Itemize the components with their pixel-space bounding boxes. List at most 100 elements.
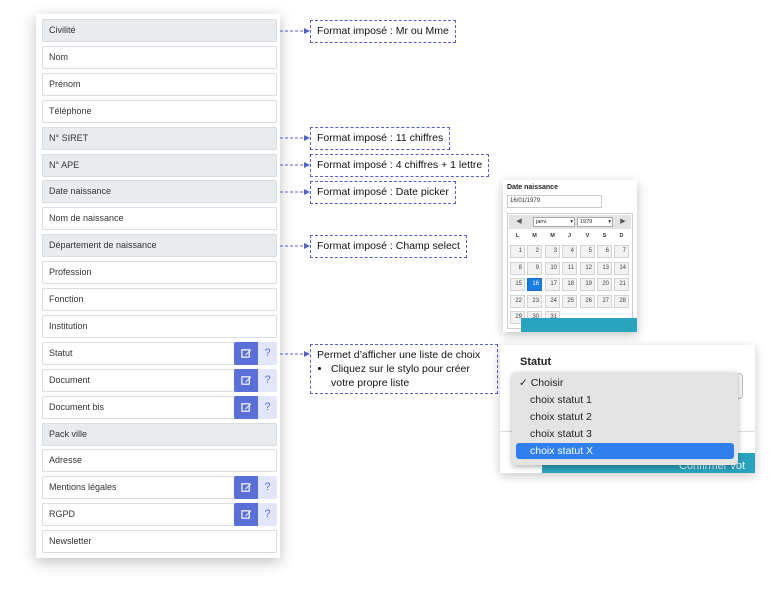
form-field[interactable]: Nom de naissance <box>42 207 277 230</box>
day-cell[interactable]: 21 <box>614 278 629 291</box>
form-field[interactable]: Pack ville <box>42 423 277 446</box>
day-cell[interactable]: 3 <box>545 245 560 258</box>
chevron-down-icon: ▾ <box>608 219 611 225</box>
help-button[interactable]: ? <box>258 342 277 365</box>
day-cell[interactable]: 22 <box>510 295 525 308</box>
field-label: N° APE <box>49 160 80 170</box>
day-cell[interactable]: 10 <box>545 262 560 275</box>
day-cell[interactable]: 20 <box>597 278 612 291</box>
day-cell[interactable]: 9 <box>527 262 542 275</box>
day-cell[interactable]: 5 <box>580 245 595 258</box>
field-label: RGPD <box>49 509 76 519</box>
form-field[interactable]: Document bis? <box>42 396 277 419</box>
day-cell[interactable]: 17 <box>545 278 560 291</box>
form-field[interactable]: N° SIRET <box>42 127 277 150</box>
field-label: Téléphone <box>49 106 92 116</box>
form-field[interactable]: Civilité <box>42 19 277 42</box>
day-cell[interactable]: 26 <box>580 295 595 308</box>
pencil-square-icon <box>240 403 251 412</box>
day-cell[interactable]: 14 <box>614 262 629 275</box>
statut-option[interactable]: choix statut X <box>516 443 734 459</box>
arrow-civilite <box>280 28 310 34</box>
edit-button[interactable] <box>234 476 258 499</box>
edit-button[interactable] <box>234 342 258 365</box>
month-select[interactable]: janv.▾ <box>533 217 575 227</box>
weekday-label: V <box>585 233 590 239</box>
help-button[interactable]: ? <box>258 369 277 392</box>
weekday-label: S <box>602 233 607 239</box>
field-actions: ? <box>234 476 277 499</box>
field-label: Profession <box>49 267 92 277</box>
form-field[interactable]: Téléphone <box>42 100 277 123</box>
day-cell[interactable]: 27 <box>597 295 612 308</box>
field-label: Département de naissance <box>49 240 157 250</box>
form-field[interactable]: Prénom <box>42 73 277 96</box>
form-field[interactable]: Institution <box>42 315 277 338</box>
form-field[interactable]: Date naissance <box>42 180 277 203</box>
help-button[interactable]: ? <box>258 503 277 526</box>
arrow-date <box>280 189 310 195</box>
field-label: Prénom <box>49 79 81 89</box>
statut-options-list[interactable]: ✓ Choisir choix statut 1 choix statut 2 cho… <box>512 372 738 465</box>
datepicker-input[interactable]: 16/01/1979 <box>507 195 602 208</box>
weekday-label: J <box>567 233 572 239</box>
form-field[interactable]: Nom <box>42 46 277 69</box>
day-cell[interactable]: 25 <box>562 295 577 308</box>
year-select[interactable]: 1979▾ <box>577 217 613 227</box>
day-cell[interactable]: 8 <box>510 262 525 275</box>
field-label: Civilité <box>49 25 76 35</box>
pencil-square-icon <box>240 483 251 492</box>
note-statut-bullet: Cliquez sur le stylo pour créer votre pr… <box>331 362 491 390</box>
day-cell[interactable]: 11 <box>562 262 577 275</box>
help-button[interactable]: ? <box>258 476 277 499</box>
datepicker-confirm-strip <box>521 318 637 332</box>
day-cell[interactable]: 24 <box>545 295 560 308</box>
edit-button[interactable] <box>234 503 258 526</box>
form-field[interactable]: RGPD? <box>42 503 277 526</box>
help-button[interactable]: ? <box>258 396 277 419</box>
statut-option[interactable]: choix statut 2 <box>530 411 592 423</box>
datepicker-header: ◀ janv.▾ 1979▾ ▶ <box>509 215 631 229</box>
day-cell[interactable]: 18 <box>562 278 577 291</box>
form-field[interactable]: Département de naissance <box>42 234 277 257</box>
day-cell[interactable]: 2 <box>527 245 542 258</box>
field-label: Document <box>49 375 91 385</box>
month-select-value: janv. <box>536 219 548 225</box>
day-cell[interactable]: 15 <box>510 278 525 291</box>
prev-month-icon[interactable]: ◀ <box>516 218 522 225</box>
next-month-icon[interactable]: ▶ <box>620 218 626 225</box>
statut-option[interactable]: choix statut 3 <box>530 428 592 440</box>
edit-button[interactable] <box>234 369 258 392</box>
datepicker-preview: Date naissance 16/01/1979 ◀ janv.▾ 1979▾… <box>503 180 637 332</box>
day-cell[interactable]: 7 <box>614 245 629 258</box>
field-label: Institution <box>49 321 88 331</box>
field-actions: ? <box>234 342 277 365</box>
day-cell[interactable]: 13 <box>597 262 612 275</box>
weekday-label: M <box>532 233 537 239</box>
day-cell[interactable]: 6 <box>597 245 612 258</box>
day-cell[interactable]: 23 <box>527 295 542 308</box>
day-cell[interactable]: 4 <box>562 245 577 258</box>
day-cell[interactable]: 1 <box>510 245 525 258</box>
statut-option[interactable]: ✓ Choisir <box>519 377 564 389</box>
day-cell[interactable]: 19 <box>580 278 595 291</box>
form-field[interactable]: Newsletter <box>42 530 277 553</box>
field-actions: ? <box>234 369 277 392</box>
form-field[interactable]: Adresse <box>42 449 277 472</box>
edit-button[interactable] <box>234 396 258 419</box>
form-field[interactable]: Mentions légales? <box>42 476 277 499</box>
day-cell[interactable]: 12 <box>580 262 595 275</box>
day-cell[interactable]: 16 <box>527 278 542 291</box>
field-label: N° SIRET <box>49 133 89 143</box>
day-cell[interactable]: 28 <box>614 295 629 308</box>
form-field[interactable]: Profession <box>42 261 277 284</box>
form-field[interactable]: Fonction <box>42 288 277 311</box>
form-field[interactable]: N° APE <box>42 154 277 177</box>
statut-label: Statut <box>520 356 552 368</box>
field-actions: ? <box>234 396 277 419</box>
arrow-ape <box>280 162 310 168</box>
form-field[interactable]: Statut? <box>42 342 277 365</box>
statut-option[interactable]: choix statut 1 <box>530 394 592 406</box>
form-field[interactable]: Document? <box>42 369 277 392</box>
